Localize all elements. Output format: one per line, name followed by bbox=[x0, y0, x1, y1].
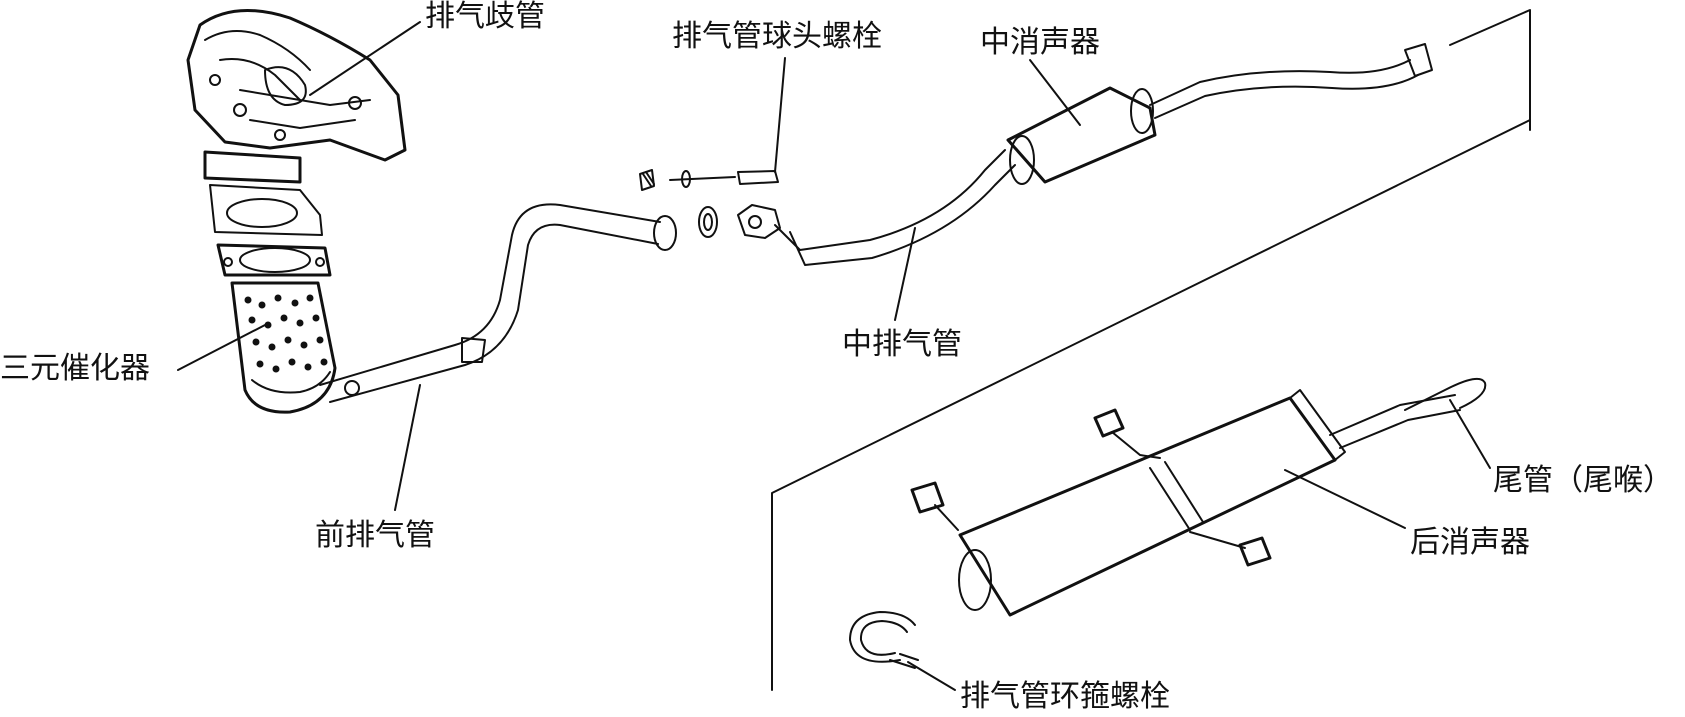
label-tail-pipe: 尾管（尾喉） bbox=[1493, 463, 1673, 498]
center-muffler bbox=[1006, 43, 1433, 185]
rear-muffler bbox=[958, 377, 1487, 617]
leader-lines bbox=[177, 21, 1491, 691]
catalytic-converter-body bbox=[230, 281, 337, 414]
label-exhaust-manifold: 排气歧管 bbox=[425, 0, 545, 34]
label-front-pipe: 前排气管 bbox=[315, 518, 435, 553]
label-catalytic-converter: 三元催化器 bbox=[0, 351, 150, 386]
ball-head-bolt-parts bbox=[639, 169, 779, 238]
front-exhaust-pipe bbox=[319, 203, 677, 403]
label-ball-head-bolt: 排气管球头螺栓 bbox=[672, 19, 882, 54]
exhaust-manifold-assembly bbox=[186, 8, 407, 162]
muffler-hangers bbox=[910, 408, 1272, 567]
label-clamp-bolt: 排气管环箍螺栓 bbox=[960, 679, 1170, 714]
manifold-flange-gasket bbox=[203, 150, 332, 277]
rear-section-panel bbox=[771, 9, 1531, 691]
center-exhaust-pipe bbox=[737, 149, 1016, 266]
label-center-pipe: 中排气管 bbox=[842, 327, 962, 362]
label-rear-muffler: 后消声器 bbox=[1410, 525, 1530, 560]
label-center-muffler: 中消声器 bbox=[980, 25, 1100, 60]
clamp-ring bbox=[849, 611, 919, 669]
